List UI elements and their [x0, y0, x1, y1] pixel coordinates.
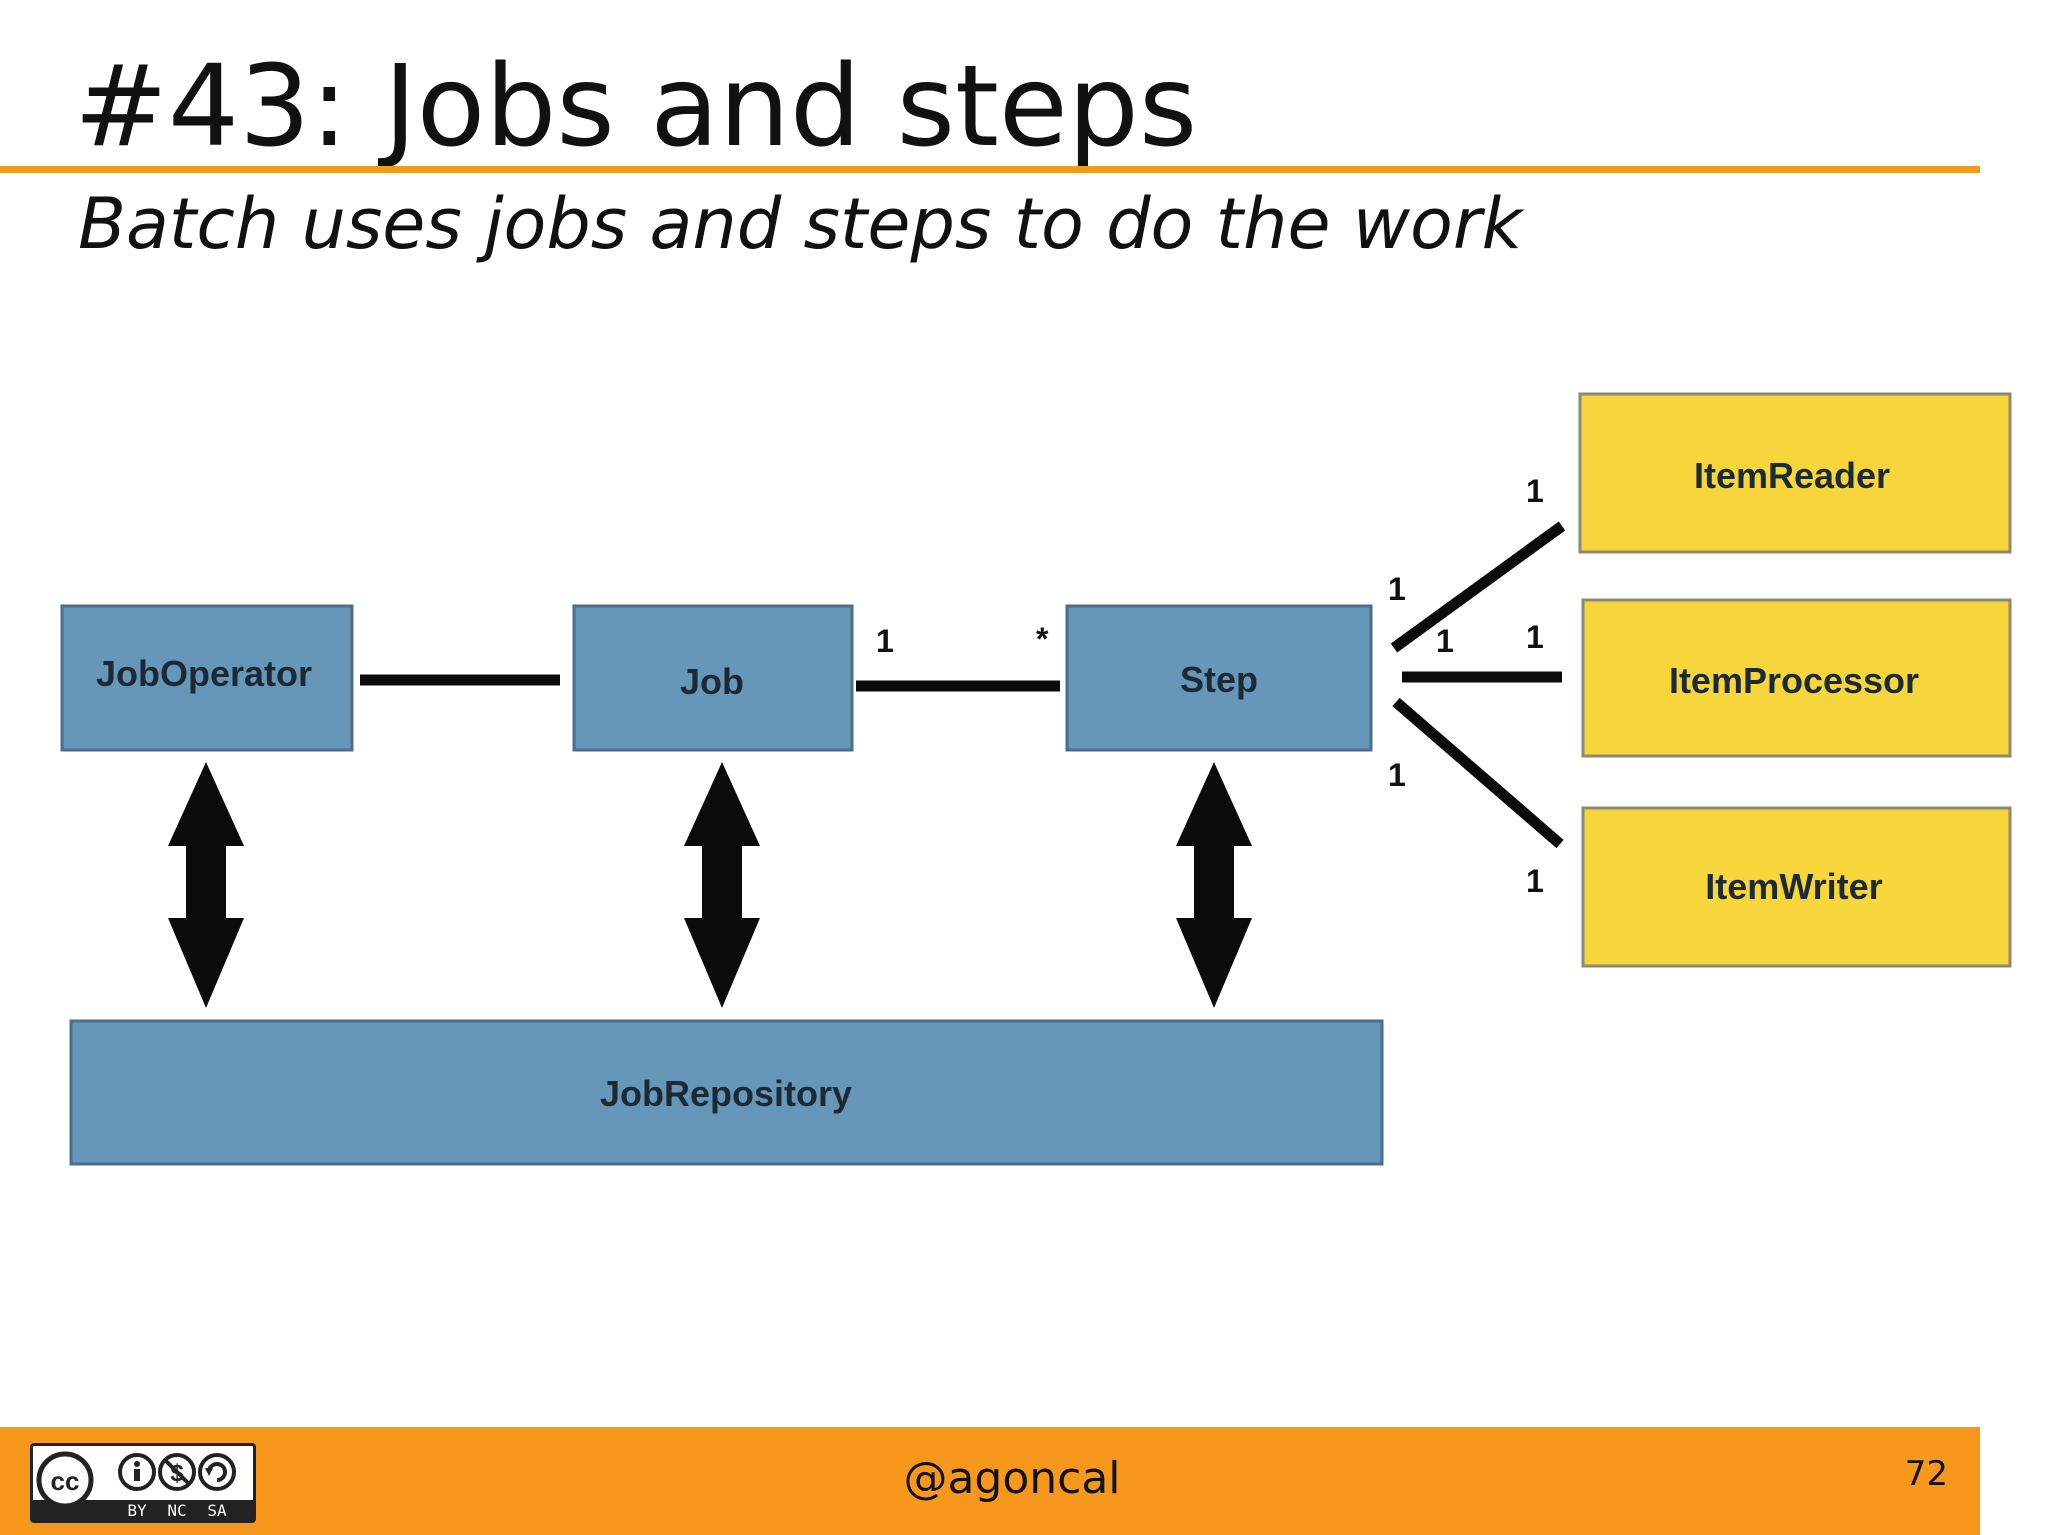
step-repository-arrow: [1176, 762, 1252, 1008]
multiplicity-step-side: *: [1036, 621, 1049, 657]
multiplicity-reader: 1: [1526, 473, 1544, 509]
step-box: Step: [1065, 604, 1373, 752]
multiplicity-writer: 1: [1526, 863, 1544, 899]
job-operator-box: JobOperator: [60, 604, 354, 752]
item-writer-box: ItemWriter: [1581, 806, 2012, 968]
slide-title: #43: Jobs and steps: [74, 42, 1198, 172]
job-repository-arrow: [684, 762, 760, 1008]
item-reader-label: ItemReader: [1694, 455, 1890, 496]
slide-subtitle: Batch uses jobs and steps to do the work: [78, 183, 1523, 265]
job-box: Job: [572, 604, 854, 752]
job-label: Job: [680, 661, 744, 702]
operator-repository-arrow: [168, 762, 244, 1008]
license-sa-label: SA: [207, 1501, 227, 1520]
step-label: Step: [1180, 659, 1258, 700]
job-repository-label: JobRepository: [600, 1073, 852, 1114]
slide-footer: cc $ BY NC SA @agoncal 72: [0, 1427, 1980, 1535]
item-writer-label: ItemWriter: [1705, 866, 1882, 907]
svg-text:cc: cc: [51, 1466, 80, 1496]
item-processor-box: ItemProcessor: [1581, 598, 2012, 758]
creative-commons-by-nc-sa-icon: cc $ BY NC SA: [30, 1443, 256, 1523]
license-by-label: BY: [127, 1501, 147, 1520]
multiplicity-processor: 1: [1526, 619, 1544, 655]
step-writer-link: [1392, 697, 1564, 849]
job-repository-box: JobRepository: [69, 1019, 1384, 1166]
multiplicity-step-to-writer: 1: [1388, 757, 1406, 793]
page-number: 72: [1904, 1454, 1948, 1494]
multiplicity-step-to-reader: 1: [1388, 571, 1406, 607]
step-reader-link: [1390, 521, 1566, 653]
item-reader-box: ItemReader: [1578, 392, 2012, 554]
job-operator-label: JobOperator: [96, 653, 312, 694]
title-divider: [0, 166, 1980, 173]
author-handle: @agoncal: [903, 1453, 1121, 1504]
license-nc-label: NC: [167, 1501, 186, 1520]
multiplicity-job-side: 1: [876, 623, 894, 659]
multiplicity-step-to-processor: 1: [1436, 623, 1454, 659]
item-processor-label: ItemProcessor: [1669, 660, 1919, 701]
